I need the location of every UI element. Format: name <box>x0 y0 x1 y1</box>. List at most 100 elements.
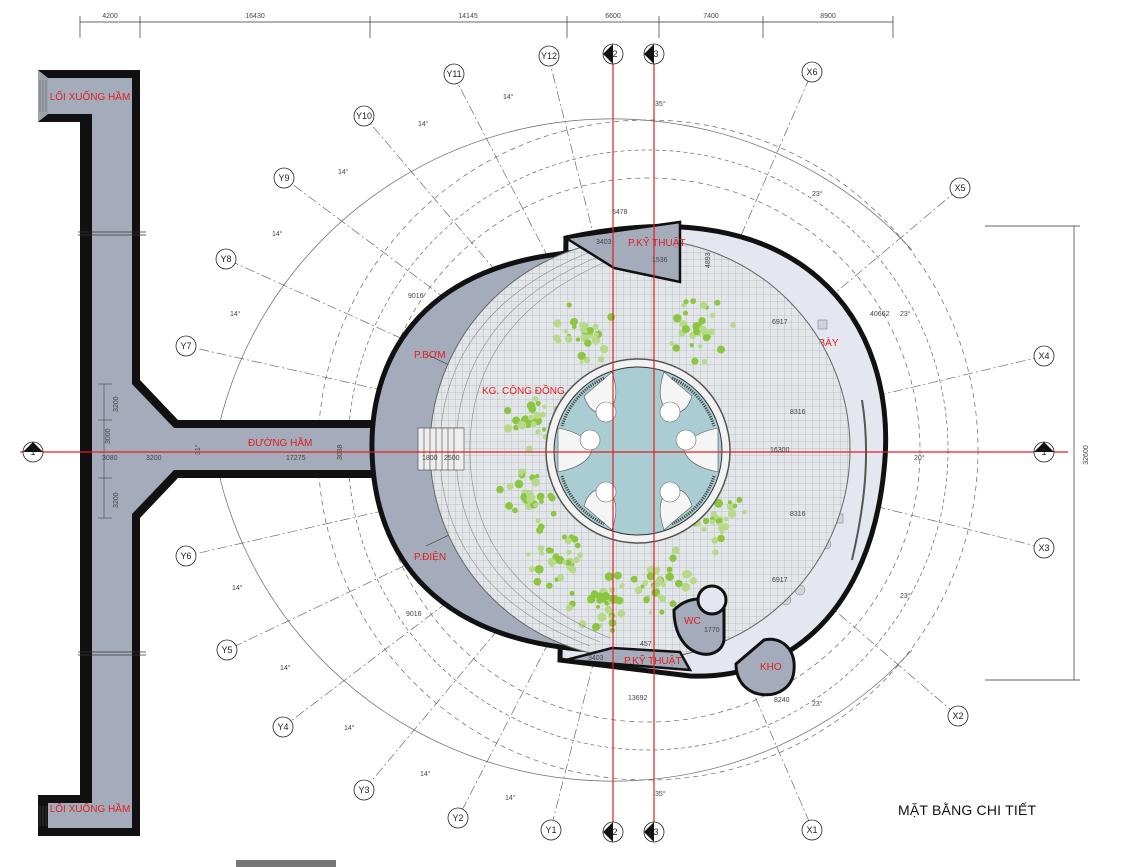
planting-dot <box>569 320 575 325</box>
angle-14-i: 14° <box>420 770 431 778</box>
sheet-title: MẶT BẰNG CHI TIẾT <box>898 802 1037 818</box>
planting-dot <box>593 332 599 338</box>
dim-5478: 5478 <box>612 209 628 216</box>
planting-dot <box>742 509 747 515</box>
dim-top-4: 6600 <box>605 13 621 20</box>
label-kg-cong-dong: KG. CỘNG ĐỒNG <box>482 384 565 397</box>
planting-dot <box>533 502 538 508</box>
label-wc: WC <box>684 616 701 627</box>
planting-dot <box>709 312 716 318</box>
planting-dot <box>579 360 584 365</box>
planting-dot <box>533 577 542 586</box>
planting-dot <box>669 600 677 608</box>
dim-1770: 1770 <box>704 627 720 634</box>
angle-20: 20° <box>914 454 925 462</box>
planting-dot <box>654 579 662 587</box>
planting-dot <box>496 485 504 494</box>
planting-dot <box>548 494 556 502</box>
planting-dot <box>586 327 594 335</box>
planting-dot <box>563 328 569 334</box>
planting-dot <box>536 526 544 534</box>
water-court <box>545 358 731 544</box>
planting-dot <box>709 519 716 525</box>
planting-dot <box>687 571 693 577</box>
planting-dot <box>672 344 681 352</box>
angle-23-b: 23° <box>900 310 911 318</box>
planting-dot <box>596 604 600 609</box>
dim-3200b: 3200 <box>113 492 120 508</box>
dim-top-2: 16430 <box>245 13 265 20</box>
planting-dot <box>601 592 610 601</box>
planting-dot <box>683 299 689 305</box>
axis-label-y1: Y1 <box>545 825 556 835</box>
planting-dot <box>609 587 616 593</box>
right-dimension <box>985 225 1080 681</box>
planting-dot <box>526 445 533 453</box>
angle-14-d: 14° <box>272 230 283 238</box>
angle-14-j: 14° <box>505 794 516 802</box>
planting-dot <box>534 565 544 574</box>
planting-dot <box>571 535 579 543</box>
planting-dot <box>643 596 650 604</box>
planting-dot <box>714 498 723 508</box>
planting-dot <box>561 560 567 565</box>
dim-6917-top: 6917 <box>772 319 788 326</box>
label-duong-ham: ĐƯỜNG HẦM <box>248 436 312 449</box>
planting-dot <box>578 620 587 629</box>
angle-14-a: 14° <box>503 93 514 101</box>
planting-dot <box>660 581 667 588</box>
angle-35-bottom: 35° <box>655 790 666 798</box>
planting-dot <box>604 572 614 581</box>
planting-dot <box>613 571 622 580</box>
dim-3403-bottom: 3403 <box>588 655 604 662</box>
planting-dot <box>604 605 613 614</box>
planting-dot <box>569 590 575 597</box>
planting-dot <box>690 298 697 304</box>
planting-dot <box>717 345 725 354</box>
planting-dot <box>717 534 725 543</box>
planting-dot <box>717 517 723 524</box>
planting-dot <box>536 492 545 501</box>
planting-dot <box>531 478 540 487</box>
planting-dot <box>550 510 557 517</box>
planting-dot <box>642 580 649 586</box>
planting-dot <box>691 357 699 365</box>
main-axes <box>20 50 1068 836</box>
angle-31-corridor: 31° <box>194 444 202 455</box>
dim-3000: 3000 <box>105 428 112 444</box>
label-p-ky-thuat-top: P.KỸ THUẬT <box>628 236 685 249</box>
label-p-ky-thuat-bottom: P.KỸ THUẬT <box>624 654 681 667</box>
dim-457: 457 <box>640 641 652 648</box>
planting-dot <box>575 337 581 342</box>
planting-dot <box>712 549 719 556</box>
dim-3200a: 3200 <box>113 396 120 412</box>
planting-dot <box>535 473 540 479</box>
planting-dot <box>566 549 572 556</box>
dim-40662: 40662 <box>870 311 890 318</box>
planting-dot <box>669 554 677 562</box>
planting-dot <box>535 400 541 406</box>
planting-dot <box>573 556 580 564</box>
planting-dot <box>598 356 605 363</box>
axis-label-x3: X3 <box>1038 543 1049 553</box>
planting-dot <box>672 546 680 555</box>
planting-dot <box>714 299 721 306</box>
planting-dot <box>546 582 553 589</box>
planting-dot <box>604 600 610 606</box>
planting-dot <box>613 596 618 601</box>
axis-label-x2: X2 <box>952 711 963 721</box>
planting-dot <box>574 542 581 549</box>
angle-23-a: 23° <box>812 190 823 198</box>
planting-dot <box>526 495 534 504</box>
axis-label-y4: Y4 <box>277 722 288 732</box>
angle-14-c: 14° <box>338 168 349 176</box>
planting-dot <box>568 565 577 574</box>
planting-dot <box>689 343 694 348</box>
planting-dot <box>630 575 638 583</box>
planting-dot <box>533 411 541 420</box>
left-corridor <box>38 70 380 836</box>
planting-dot <box>701 526 707 532</box>
dim-8240: 8240 <box>774 697 790 704</box>
planting-dot <box>512 507 518 514</box>
